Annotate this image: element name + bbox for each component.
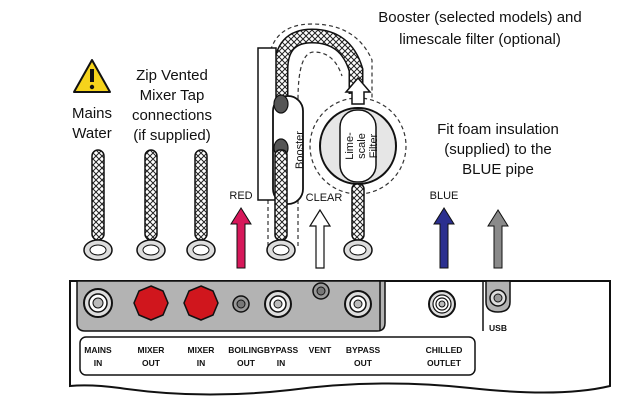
booster-title-line2: limescale filter (optional) xyxy=(399,31,561,48)
port-label-1-line2: IN xyxy=(94,358,103,368)
foam-label-line3: BLUE pipe xyxy=(462,161,534,178)
blue-arrow xyxy=(433,207,455,269)
port-panel xyxy=(76,280,386,332)
port-vent xyxy=(312,282,330,300)
port-label-5-line2: IN xyxy=(277,358,286,368)
warning-triangle-icon xyxy=(73,59,111,93)
booster-title-line1: Booster (selected models) and xyxy=(378,9,581,26)
zip-label-line3: connections xyxy=(132,107,212,124)
mains-label-line1: Mains xyxy=(72,105,112,122)
zip-label-line1: Zip Vented xyxy=(136,67,208,84)
port-label-2-line1: MIXER xyxy=(138,345,165,355)
usb-port xyxy=(485,280,511,313)
filter-label-1: Lime- xyxy=(344,132,356,160)
port-label-3-line2: IN xyxy=(197,358,206,368)
booster-filter-loop: Booster Lime- scale Filter xyxy=(257,23,407,261)
usb-grey-arrow xyxy=(487,209,509,269)
port-label-7-line2: OUT xyxy=(354,358,373,368)
port-label-8-line2: OUTLET xyxy=(427,358,462,368)
port-label-box xyxy=(79,336,476,376)
foam-label-line2: (supplied) to the xyxy=(444,141,552,158)
port-label-8-line1: CHILLED xyxy=(426,345,463,355)
port-label-6-line1: VENT xyxy=(309,345,332,355)
filter-flow-arrow xyxy=(344,76,372,105)
port-label-4-line1: BOILING xyxy=(228,345,264,355)
filter-label-3: Filter xyxy=(368,133,380,158)
port-labels: MAINS IN MIXER OUT MIXER IN BOILING OUT BYPASS IN… xyxy=(84,345,462,368)
mains-water-pipe xyxy=(83,149,113,261)
port-label-1-line1: MAINS xyxy=(84,345,112,355)
port-label-2-line2: OUT xyxy=(142,358,161,368)
port-boiling-out xyxy=(232,295,250,313)
zip-label-line4: (if supplied) xyxy=(133,127,211,144)
port-mixer-in xyxy=(183,285,219,321)
blue-pipe-label: BLUE xyxy=(430,190,459,202)
red-pipe-label: RED xyxy=(229,190,252,202)
port-bypass-in xyxy=(264,290,292,318)
clear-arrow xyxy=(308,208,332,269)
port-label-4-line2: OUT xyxy=(237,358,256,368)
mixer-tap-pipe-1 xyxy=(136,149,166,261)
mains-label-line2: Water xyxy=(72,125,111,142)
port-label-7-line1: BYPASS xyxy=(346,345,381,355)
usb-label: USB xyxy=(489,323,507,333)
port-mains-in xyxy=(83,288,113,318)
port-chilled-outlet xyxy=(428,290,456,318)
red-arrow xyxy=(230,207,252,269)
port-label-5-line1: BYPASS xyxy=(264,345,299,355)
port-bypass-out xyxy=(344,290,372,318)
port-label-3-line1: MIXER xyxy=(188,345,215,355)
filter-label-2: scale xyxy=(356,133,368,159)
foam-label-line1: Fit foam insulation xyxy=(437,121,559,138)
zip-label-line2: Mixer Tap xyxy=(140,87,205,104)
mixer-tap-pipe-2 xyxy=(186,149,216,261)
port-mixer-out xyxy=(133,285,169,321)
clear-pipe-label: CLEAR xyxy=(306,192,343,204)
booster-label: Booster xyxy=(294,131,306,169)
